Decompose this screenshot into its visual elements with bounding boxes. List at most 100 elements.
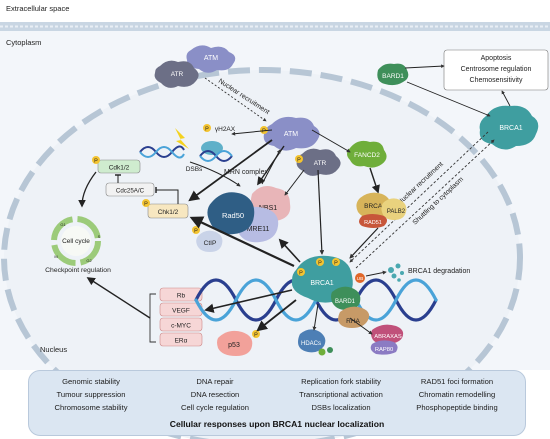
phospho-ctip-label: P — [194, 229, 198, 235]
ctip-label: CtIP — [204, 240, 217, 247]
dsb-dna-icon — [139, 145, 233, 162]
rad50-label: Rad50 — [222, 211, 244, 220]
rha-protein — [338, 306, 370, 328]
cdk12-box — [97, 159, 141, 174]
palb2-label: PALB2 — [387, 209, 406, 215]
phospho-h2ax-label: P — [205, 127, 209, 133]
rad51-protein — [359, 214, 387, 228]
rb-label: Rb — [177, 293, 186, 300]
era-label: ERα — [175, 338, 188, 345]
phospho-brca1-b — [316, 258, 324, 266]
function-chemosensitivity: Chemosensitivity — [470, 77, 523, 84]
summary-col4-item1: RAD51 foci formation — [420, 377, 494, 386]
phospho-brca1-c — [332, 258, 340, 266]
cdc25-label: Cdc25A/C — [116, 188, 145, 195]
cdk12-label: Cdk1/2 — [109, 165, 130, 172]
phospho-h2ax — [203, 124, 211, 132]
summary-col2-item2: DNA resection — [190, 390, 240, 399]
checkpoint-label: Checkpoint regulation — [45, 267, 111, 274]
phospho-brca1-a — [297, 268, 305, 276]
rha-label: RHA — [346, 318, 360, 325]
chk12-box — [147, 203, 189, 219]
phospho-chk — [142, 199, 150, 207]
function-apoptosis: Apoptosis — [481, 55, 512, 62]
era-box — [159, 332, 203, 347]
rap80-protein — [370, 340, 398, 355]
atr-cytoplasm-label: ATR — [171, 71, 184, 78]
rap80-label: RAP80 — [375, 347, 393, 353]
nucleus-label: Nucleus — [40, 345, 67, 354]
brca2-to-brca1-arrow — [349, 227, 379, 259]
mrn-to-atm-arrow — [261, 149, 281, 185]
dsbs-label: DSBs — [186, 166, 203, 173]
phase-g1: G1 — [60, 222, 66, 227]
brca1-to-degradation-arrow — [365, 270, 387, 277]
rad51-label: RAD51 — [364, 220, 382, 226]
bard1-to-functions-arrow — [404, 64, 445, 69]
phospho-p53 — [252, 330, 260, 338]
lightning-icon — [175, 128, 189, 149]
atm-nucleus — [263, 116, 320, 151]
fancd2-protein — [347, 140, 387, 168]
fancd2-label: FANCD2 — [354, 152, 380, 159]
rad50-protein — [207, 192, 255, 235]
atm-to-h2ax-arrow — [231, 129, 273, 136]
phase-s: S — [98, 234, 101, 239]
fancd2-to-brca2-arrow — [369, 167, 380, 194]
bard1-cytoplasm-label: BARD1 — [382, 73, 404, 80]
phospho-atr-label: P — [297, 158, 301, 164]
summary-col2-item1: DNA repair — [196, 377, 234, 386]
phospho-cdk — [92, 156, 100, 164]
brca1-cytoplasm-label: BRCA1 — [499, 125, 522, 132]
brca1-to-abraxas-arrow — [349, 317, 373, 335]
phospho-chk-label: P — [144, 202, 148, 208]
summary-title: Cellular responses upon BRCA1 nuclear lo… — [169, 419, 385, 429]
phospho-brca1-c-label: P — [334, 261, 338, 267]
brca1-to-targets-arrow — [204, 289, 293, 313]
brca2-label: BRCA2 — [364, 203, 386, 210]
extracellular-region — [0, 0, 550, 22]
cdk-to-cellcycle-arrow — [78, 171, 97, 208]
brca1-to-mrn-arrow — [278, 238, 301, 263]
atr-to-brca1-arrow — [317, 169, 325, 255]
p53-label: p53 — [228, 342, 240, 349]
summary-col4-item3: Phosphopeptide binding — [416, 403, 498, 412]
phospho-brca1-b-label: P — [318, 261, 322, 267]
ubiquitin-label: UB — [357, 276, 364, 282]
atm-to-fancd2-arrow — [311, 129, 351, 153]
summary-col3-item1: Replication fork stability — [301, 377, 381, 386]
chk-inhibits-cdc25 — [155, 187, 179, 204]
abraxas-label: ABRAXAS — [374, 334, 402, 340]
phospho-atr — [295, 155, 303, 163]
phase-g2: G2 — [86, 258, 92, 263]
h2ax-label: γH2AX — [215, 126, 236, 133]
extracellular-label: Extracellular space — [6, 4, 69, 13]
brca1-to-chk-arrow — [189, 216, 295, 267]
atm-to-chk-arrow — [188, 139, 273, 202]
brca1-nucleus-label: BRCA1 — [310, 280, 333, 287]
brca1-to-functions-arrow — [501, 90, 511, 107]
summary-col2-item3: Cell cycle regulation — [181, 403, 249, 412]
atr-nucleus — [296, 148, 341, 176]
targets-to-checkpoint-arrow — [86, 277, 151, 319]
brca1-cytoplasm — [479, 105, 539, 150]
bard1-cytoplasm — [377, 63, 409, 86]
atr-cytoplasm — [154, 60, 199, 88]
ubiquitin-tag — [355, 273, 365, 283]
summary-col3-item3: DSBs localization — [311, 403, 371, 412]
cytoplasmic-function-box — [443, 49, 549, 91]
cytoplasm-label: Cytoplasm — [6, 38, 41, 47]
brca1-to-p53-arrow — [256, 299, 297, 332]
summary-col4-item2: Chromatin remodelling — [418, 390, 496, 399]
dsb-to-mrn-arrow — [189, 161, 241, 187]
summary-col1-item1: Genomic stability — [62, 377, 120, 386]
phospho-cdk-label: P — [94, 159, 98, 165]
chk12-label: Chk1/2 — [158, 209, 179, 216]
phase-m: M — [54, 254, 57, 259]
nuclear-recruitment-arrow-right — [349, 131, 489, 263]
phospho-p53-label: P — [254, 333, 258, 339]
brca1-to-hdacs-arrow — [312, 303, 319, 331]
abraxas-protein — [371, 324, 404, 344]
atm-cytoplasm — [186, 45, 236, 73]
